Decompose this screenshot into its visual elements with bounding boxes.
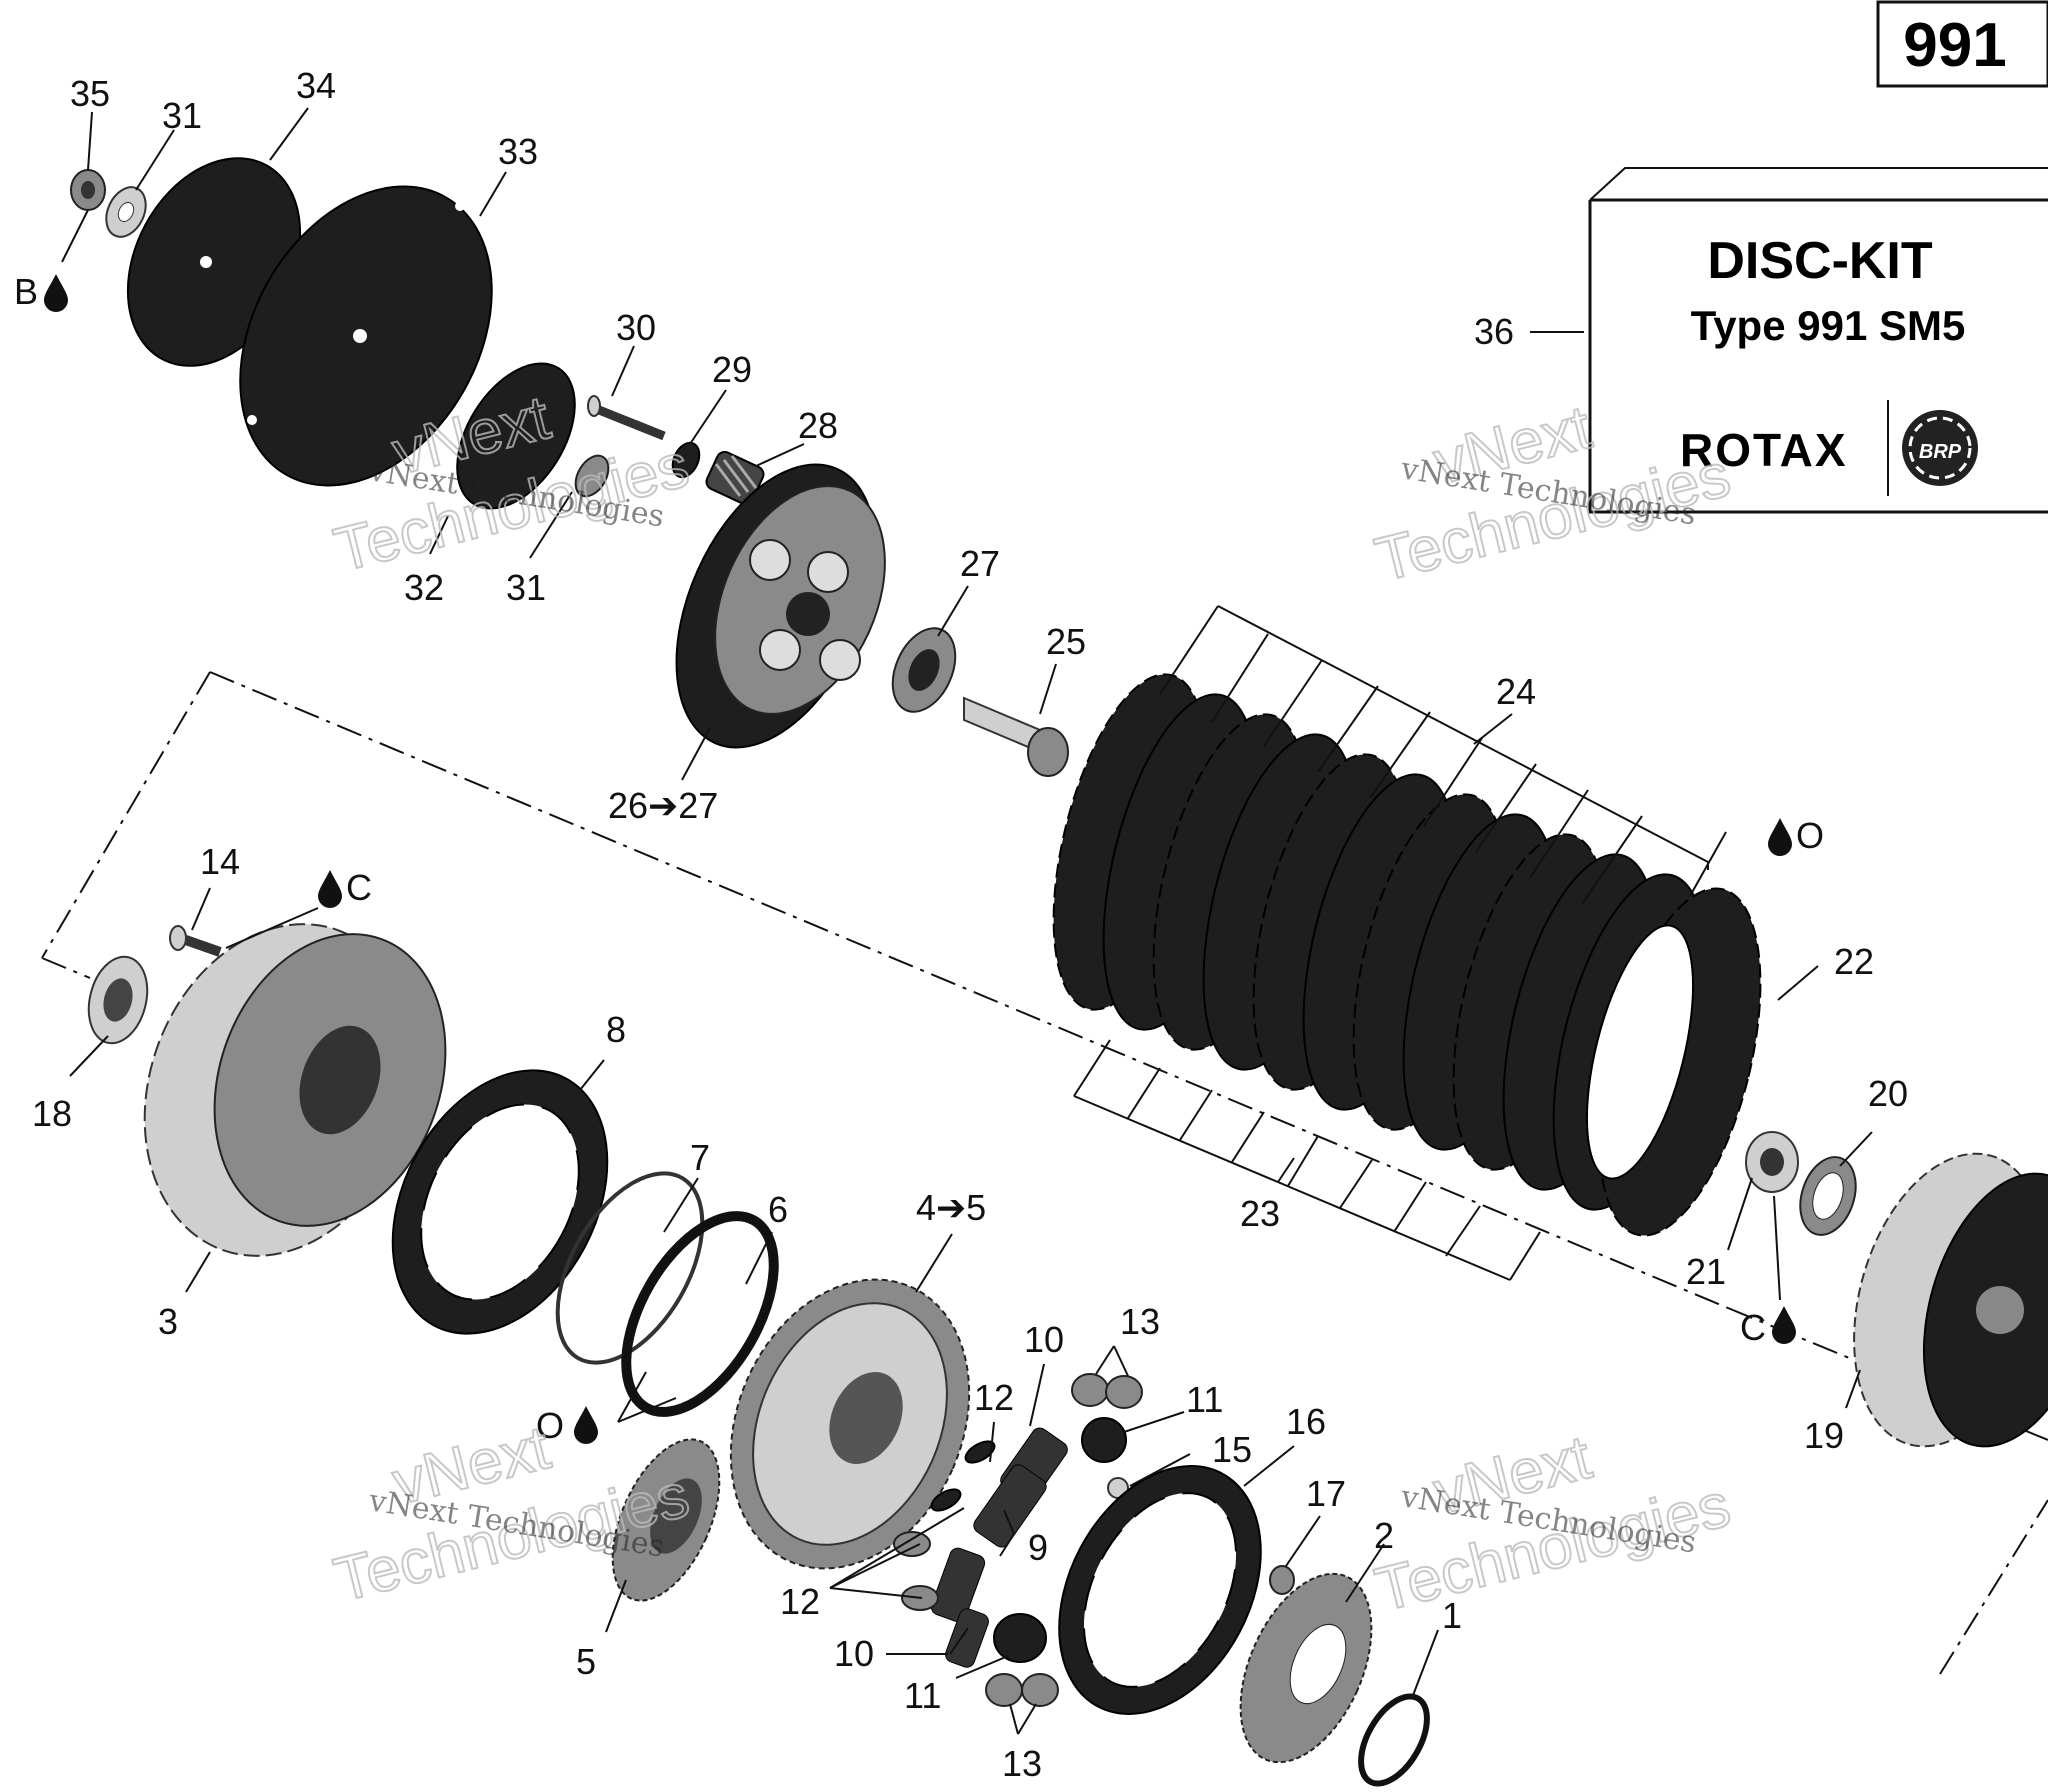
lube-c-top-letter: C: [346, 867, 372, 908]
nut-21: [1745, 1131, 1799, 1193]
lube-o-left-letter: O: [536, 1405, 564, 1446]
spring-plate-8: [391, 1069, 609, 1335]
callout-9: 9: [1028, 1527, 1048, 1568]
ring-6: [621, 1211, 779, 1417]
inner-hub-19: [1853, 1152, 2048, 1448]
callout-19: 19: [1804, 1415, 1844, 1456]
callout-23: 23: [1240, 1193, 1280, 1234]
clutch-disc-stack: [1052, 673, 1762, 1237]
oil-drop-icon: [1772, 1306, 1796, 1344]
callout-14: 14: [200, 841, 240, 882]
callout-18: 18: [32, 1093, 72, 1134]
gear-2: [1239, 1572, 1373, 1764]
callout-8: 8: [606, 1009, 626, 1050]
callout-4-5: 4➔5: [916, 1187, 986, 1228]
callout-31-bottom: 31: [506, 567, 546, 608]
lube-marker-o-left: O: [536, 1405, 598, 1446]
nut-18: [87, 955, 149, 1045]
lube-b-letter: B: [14, 271, 38, 312]
page-number-box: 991: [1876, 0, 2048, 88]
callout-7: 7: [690, 1137, 710, 1178]
basket-3: [143, 923, 447, 1257]
push-rod-25: [963, 696, 1069, 777]
callout-24: 24: [1496, 671, 1536, 712]
callout-21: 21: [1686, 1251, 1726, 1292]
lube-marker-c-right: C: [1740, 1306, 1796, 1348]
callout-26: 26➔27: [608, 785, 718, 826]
callout-5: 5: [576, 1641, 596, 1682]
disc-kit-box: DISC-KIT Type 991 SM5 ROTAX BRP 36: [1474, 167, 2048, 514]
callout-31-top: 31: [162, 95, 202, 136]
page-number: 991: [1903, 11, 2006, 80]
callout-10-bottom: 10: [834, 1633, 874, 1674]
callout-11-bottom: 11: [904, 1675, 941, 1716]
lube-o-right-letter: O: [1796, 815, 1824, 856]
lube-marker-o-right: O: [1768, 815, 1824, 856]
callout-30: 30: [616, 307, 656, 348]
callout-33: 33: [498, 131, 538, 172]
callout-12-bottom: 12: [780, 1581, 820, 1622]
callout-6: 6: [768, 1189, 788, 1230]
lube-marker-c-top: C: [318, 867, 372, 908]
diaphragm-33: [239, 185, 503, 493]
oil-drop-icon: [318, 870, 342, 908]
oil-drop-icon: [574, 1406, 598, 1444]
callout-1: 1: [1442, 1595, 1462, 1636]
bearing-27: [891, 627, 957, 713]
callout-2: 2: [1374, 1515, 1394, 1556]
oil-drop-icon: [44, 274, 68, 312]
nut-17: [1269, 1565, 1295, 1595]
callout-3: 3: [158, 1301, 178, 1342]
callout-36: 36: [1474, 311, 1514, 352]
diaphragm-32: [456, 362, 576, 510]
callout-12-top: 12: [974, 1377, 1014, 1418]
callout-29: 29: [712, 349, 752, 390]
callout-10-top: 10: [1024, 1319, 1064, 1360]
leader-lines: [61, 107, 1873, 1735]
callout-25: 25: [1046, 621, 1086, 662]
callout-20: 20: [1868, 1073, 1908, 1114]
washer-1: [1358, 1693, 1430, 1787]
ring-7: [555, 1171, 705, 1365]
callout-35: 35: [70, 73, 110, 114]
disc-stack-bracket: [1073, 605, 1709, 1281]
washer-31-bottom: [574, 454, 610, 498]
washer-20: [1799, 1156, 1857, 1236]
oil-drop-icon: [1768, 818, 1792, 856]
brp-logo-text: BRP: [1919, 441, 1962, 463]
rotax-logo: ROTAX: [1680, 424, 1848, 476]
callout-15: 15: [1212, 1429, 1252, 1470]
assembly-outline: [41, 671, 2048, 1675]
primary-gear-4: [729, 1278, 971, 1570]
pin-30: [587, 395, 666, 441]
nut-35: [70, 169, 106, 211]
callout-34: 34: [296, 65, 336, 106]
brp-logo-icon: BRP: [1902, 410, 1978, 486]
lube-marker-b: B: [14, 271, 68, 312]
disc-kit-subtitle: Type 991 SM5: [1691, 302, 1966, 349]
damper-plate-16: [1058, 1465, 1262, 1715]
callout-11-top: 11: [1186, 1379, 1223, 1420]
callout-17: 17: [1306, 1473, 1346, 1514]
pressure-plate-26: [675, 463, 886, 749]
callout-16: 16: [1286, 1401, 1326, 1442]
lube-c-right-letter: C: [1740, 1307, 1766, 1348]
callout-13-top: 13: [1120, 1301, 1160, 1342]
disc-kit-title: DISC-KIT: [1707, 232, 1933, 290]
callout-13-bottom: 13: [1002, 1743, 1042, 1784]
callout-28: 28: [798, 405, 838, 446]
gear-5: [611, 1438, 721, 1602]
callout-32: 32: [404, 567, 444, 608]
washer-29: [671, 441, 701, 479]
bolt-14: [169, 925, 222, 957]
callout-27: 27: [960, 543, 1000, 584]
callout-22: 22: [1834, 941, 1874, 982]
